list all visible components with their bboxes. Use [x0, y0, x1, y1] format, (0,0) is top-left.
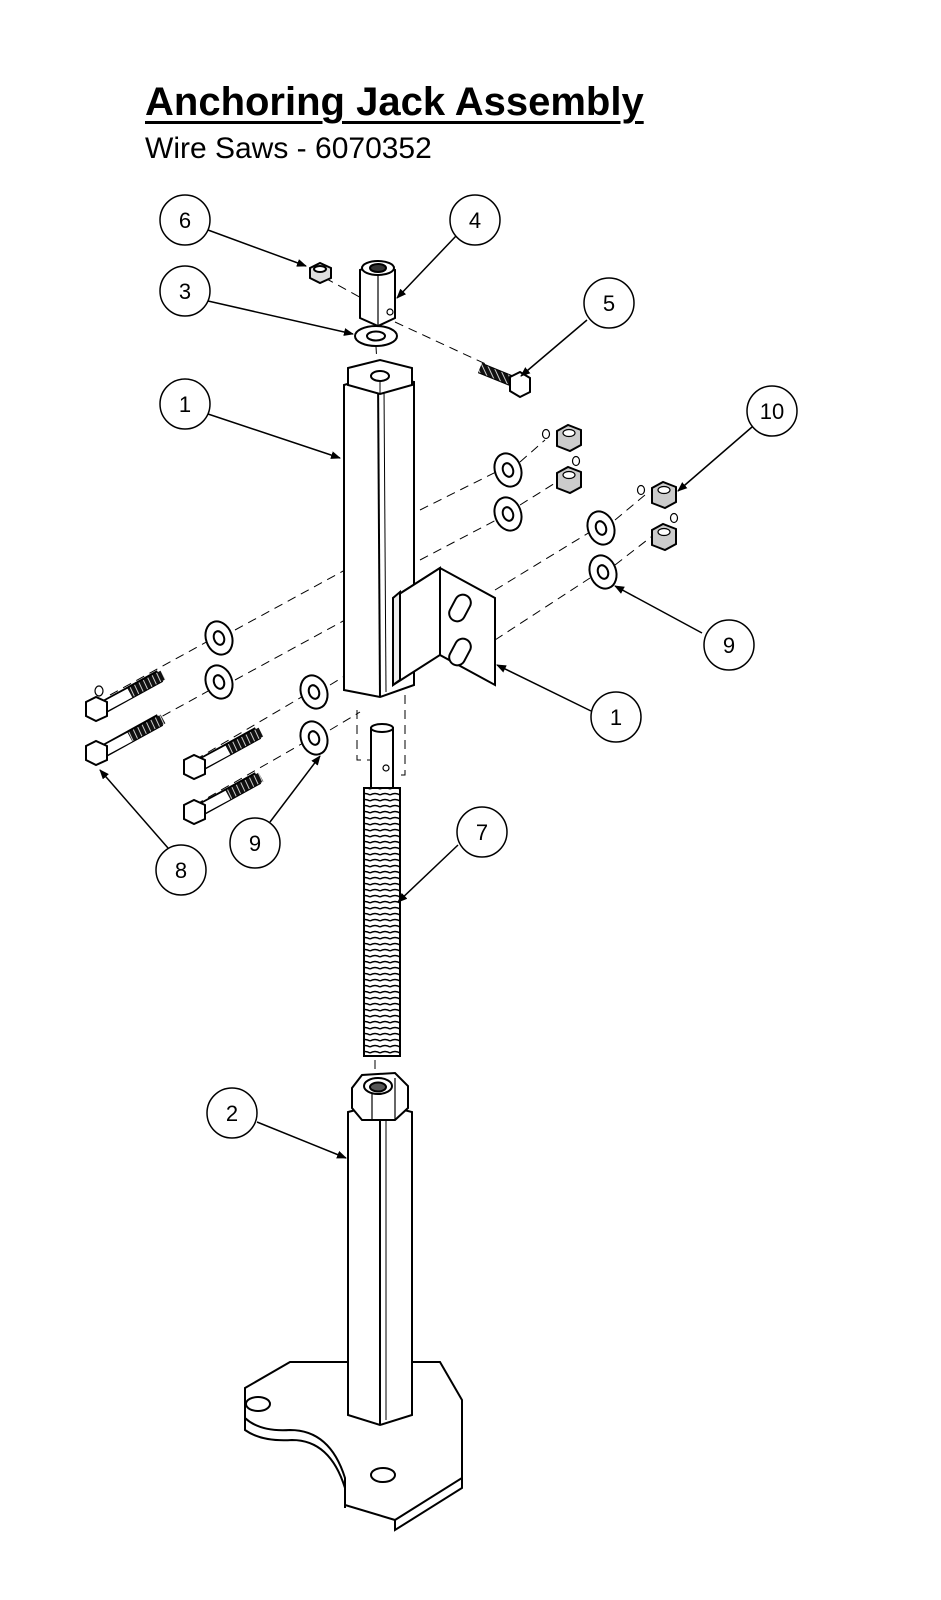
- callout-label: 5: [603, 291, 615, 316]
- left-bolts: [85, 670, 264, 826]
- bolt-d: [183, 772, 264, 826]
- left-washers: [204, 620, 329, 756]
- bolt-c: [183, 727, 264, 781]
- callout-label: 2: [226, 1101, 238, 1126]
- top-small-nut: [309, 261, 332, 285]
- callout-3: 3: [159, 265, 211, 317]
- page-subtitle: Wire Saws - 6070352: [145, 132, 432, 165]
- callout-6: 6: [159, 194, 211, 246]
- callout-10: 10: [746, 385, 798, 437]
- callout-label: 8: [175, 858, 187, 883]
- callout-1-bracket: 1: [590, 691, 642, 743]
- callout-label: 1: [610, 705, 622, 730]
- callout-5: 5: [583, 277, 635, 329]
- callout-label: 3: [179, 279, 191, 304]
- top-bolt: [477, 362, 531, 399]
- callout-label: 9: [249, 831, 261, 856]
- mounting-bracket: [392, 566, 496, 687]
- callout-8: 8: [155, 844, 207, 896]
- right-hardware: [493, 423, 679, 590]
- callout-1-upper: 1: [159, 378, 211, 430]
- bolt-a: [85, 670, 166, 723]
- callout-label: 9: [723, 633, 735, 658]
- callout-4: 4: [449, 194, 501, 246]
- top-washer: [354, 325, 398, 347]
- callout-9-left: 9: [229, 817, 281, 869]
- callout-label: 10: [760, 399, 784, 424]
- lower-tube: [244, 1071, 463, 1532]
- leader-lines: [99, 229, 753, 1159]
- callout-9-right: 9: [703, 619, 755, 671]
- coupling-nut: [359, 260, 396, 328]
- threaded-rod: [363, 723, 401, 1057]
- callout-label: 1: [179, 392, 191, 417]
- bolt-b: [85, 714, 166, 767]
- callout-label: 6: [179, 208, 191, 233]
- callout-label: 7: [476, 820, 488, 845]
- callout-label: 4: [469, 208, 481, 233]
- callout-2: 2: [206, 1087, 258, 1139]
- callouts: 6 4 3 5 1 10 9 1: [155, 194, 798, 1139]
- callout-7: 7: [456, 806, 508, 858]
- page-title: Anchoring Jack Assembly: [145, 80, 644, 124]
